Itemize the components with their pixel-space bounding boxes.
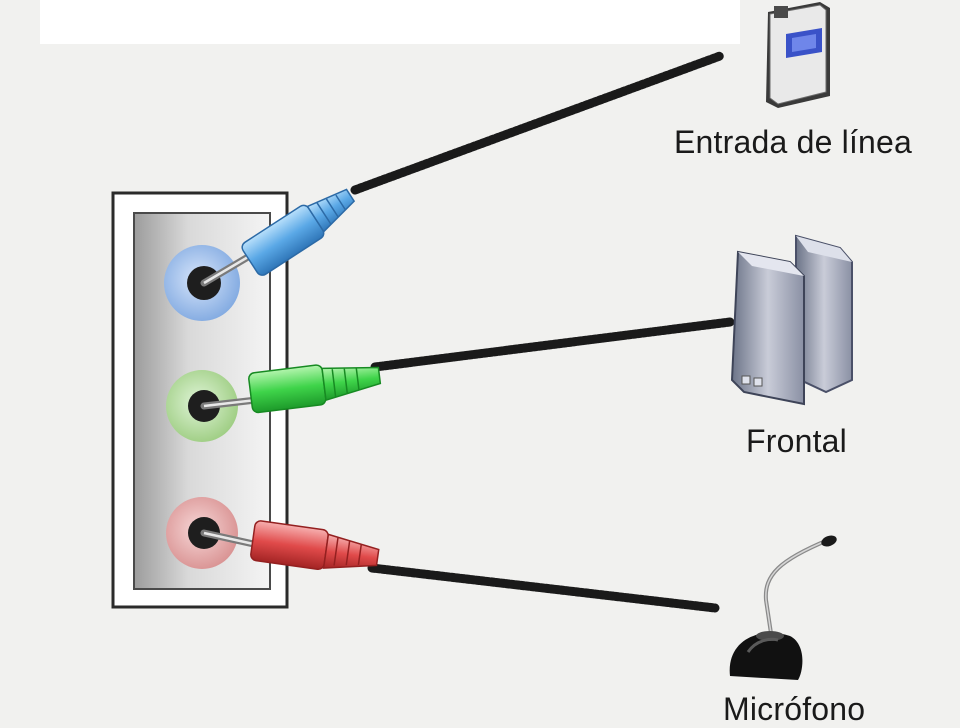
front-label: Frontal bbox=[746, 423, 847, 459]
top-panel bbox=[40, 0, 740, 44]
microphone-cable bbox=[367, 563, 720, 613]
front-plug bbox=[200, 364, 382, 414]
speakers-icon bbox=[730, 234, 853, 406]
line-in-plug bbox=[200, 188, 356, 287]
microphone-label: Micrófono bbox=[723, 691, 866, 727]
portable-player-icon bbox=[766, 2, 830, 108]
microphone-plug bbox=[200, 520, 380, 571]
front-cable bbox=[370, 317, 735, 372]
line-in-label: Entrada de línea bbox=[674, 124, 913, 160]
microphone-icon bbox=[729, 535, 837, 680]
line-in-cable bbox=[350, 51, 725, 195]
